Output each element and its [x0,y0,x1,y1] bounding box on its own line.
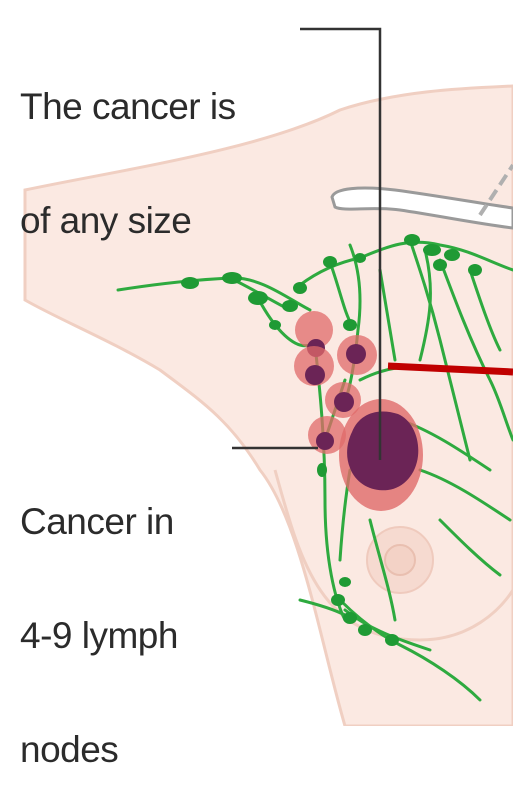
tumour-size-label: The cancer is of any size [20,12,236,278]
affected-node [305,365,325,385]
tumour-size-label-line2: of any size [20,202,236,240]
lymph-nodes-label-line2: 4-9 lymph [20,617,178,655]
lymph-node [339,577,351,587]
affected-node [346,344,366,364]
lymph-node [181,277,199,289]
lymph-node [358,624,372,636]
affected-node [334,392,354,412]
lymph-node [433,259,447,271]
lymph-node [343,319,357,331]
lymph-node [282,300,298,312]
lymph-node [343,612,357,624]
lymph-node [331,594,345,606]
lymph-node [404,234,420,246]
nipple-icon [367,527,433,593]
lymph-node [317,463,327,477]
lymph-node [248,291,268,305]
lymph-node [293,282,307,294]
tumour-size-label-line1: The cancer is [20,88,236,126]
lymph-node [444,249,460,261]
lymph-nodes-label-line1: Cancer in [20,503,178,541]
lymph-node [468,264,482,276]
affected-node [316,432,334,450]
lymph-node [385,634,399,646]
lymph-node [423,244,441,256]
lymph-node [354,253,366,263]
lymph-nodes-label-line3: nodes [20,731,178,769]
lymph-node [269,320,281,330]
lymph-node [323,256,337,268]
lymph-nodes-label: Cancer in 4-9 lymph nodes [20,427,178,807]
tumour-mass [347,411,418,490]
